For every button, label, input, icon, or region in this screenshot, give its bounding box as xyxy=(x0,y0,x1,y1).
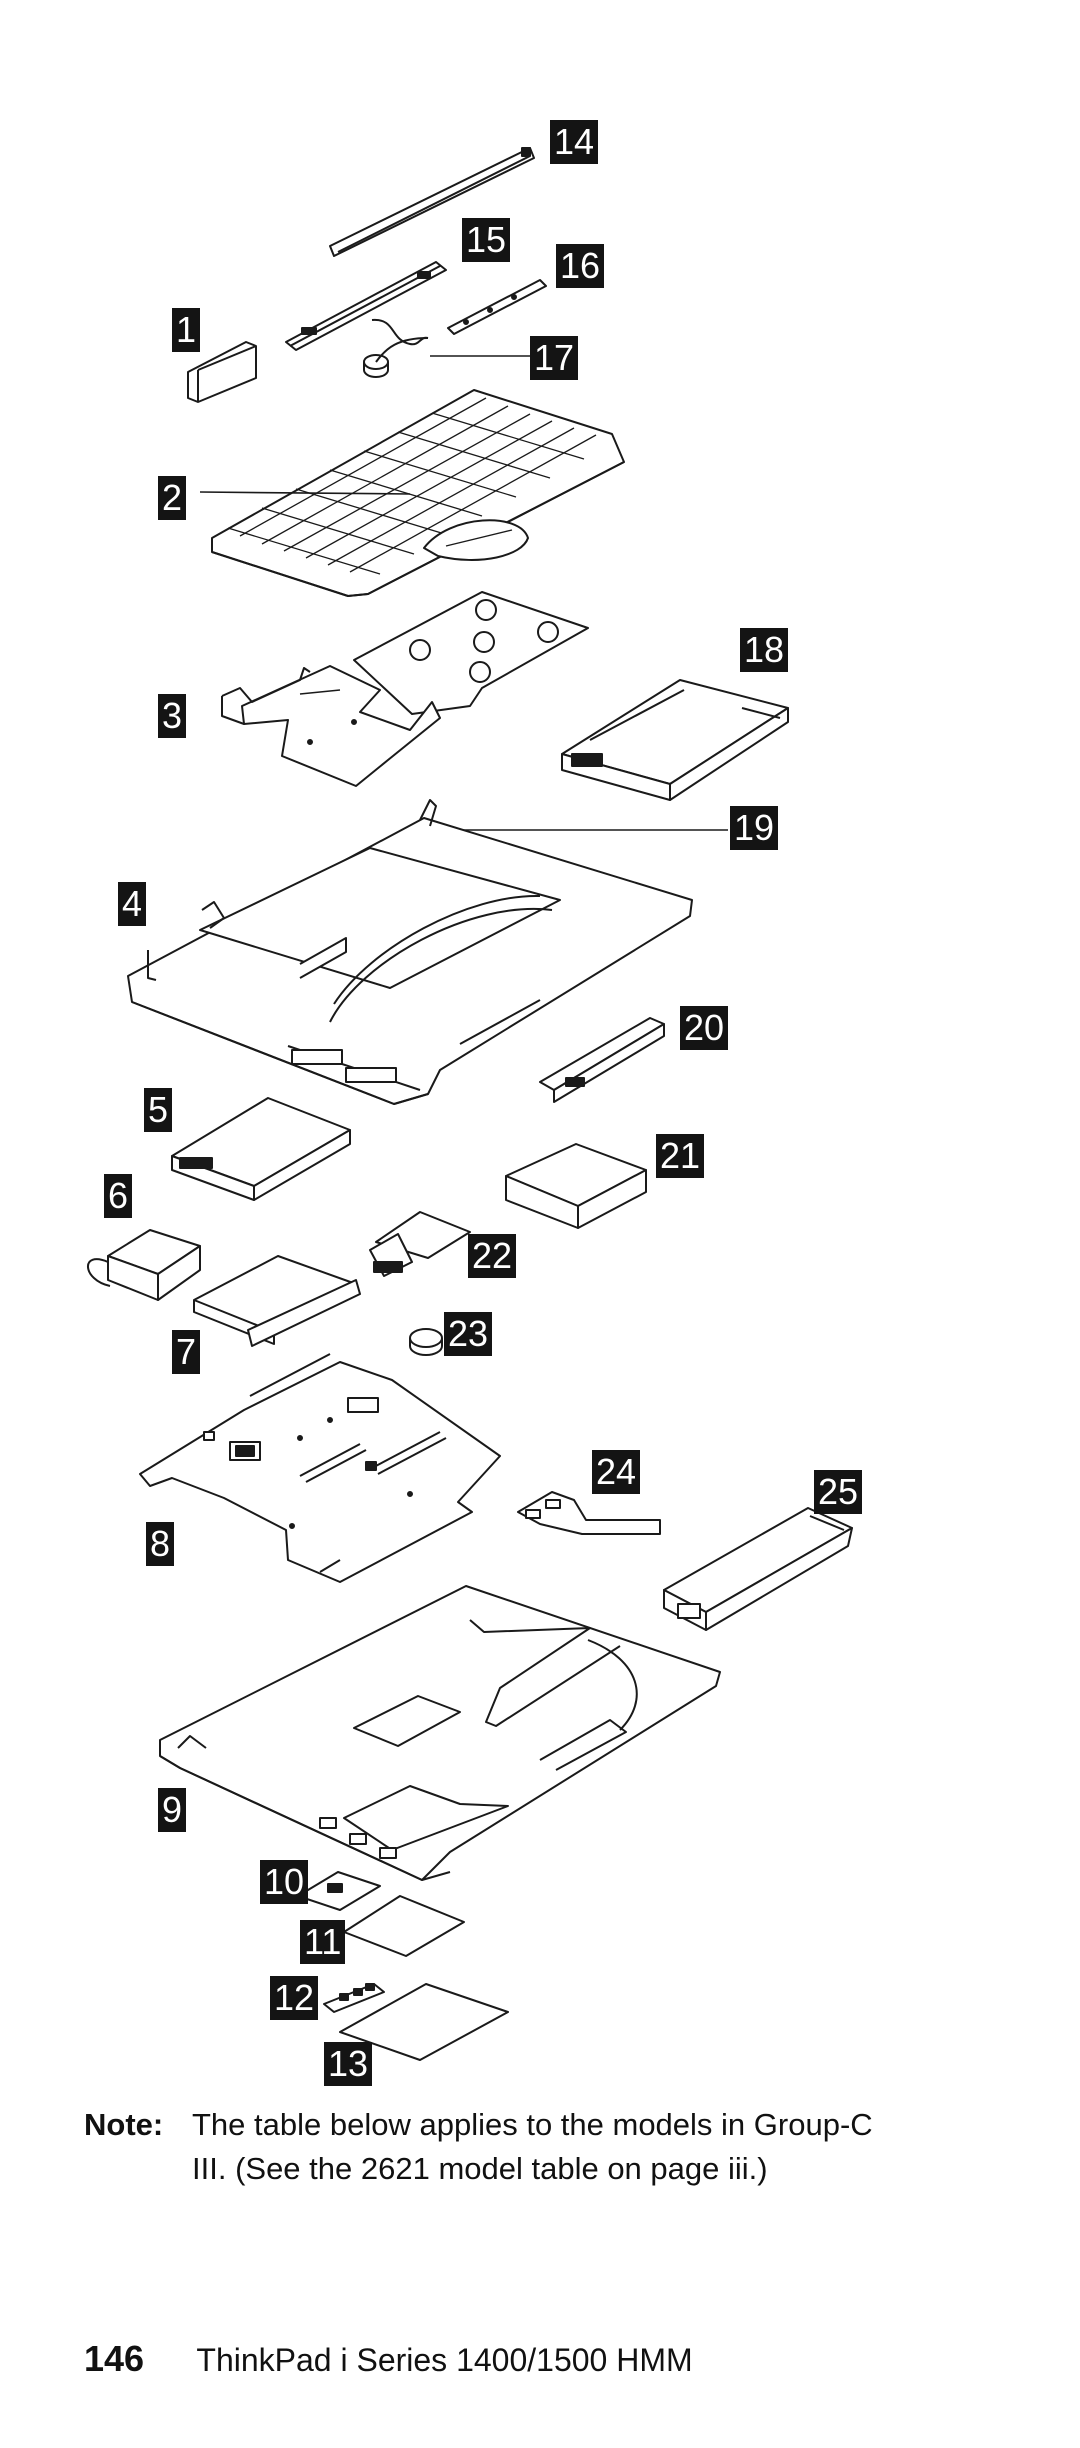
callout-20: 20 xyxy=(680,1006,729,1050)
part-25-hard-disk xyxy=(663,1507,853,1631)
part-5-floppy-drive xyxy=(171,1097,351,1201)
callout-8: 8 xyxy=(146,1522,175,1566)
part-17-cable xyxy=(363,318,548,378)
callout-13: 13 xyxy=(324,2042,373,2086)
page-number: 146 xyxy=(84,2338,145,2379)
part-10-cpu xyxy=(297,1871,381,1911)
part-9-base-cover xyxy=(159,1585,721,1881)
callout-15: 15 xyxy=(462,218,511,262)
callout-10: 10 xyxy=(260,1860,309,1904)
callout-7: 7 xyxy=(172,1330,201,1374)
part-11-thermal-pad xyxy=(343,1895,465,1957)
part-8-system-board xyxy=(139,1353,501,1583)
callout-17: 17 xyxy=(530,336,579,380)
note-line-1: The table below applies to the models in… xyxy=(192,2107,873,2142)
part-16-led-board xyxy=(447,279,547,335)
part-24-flex-cable xyxy=(517,1491,661,1535)
callout-23: 23 xyxy=(444,1312,493,1356)
note-label: Note: xyxy=(84,2107,164,2142)
callout-4: 4 xyxy=(118,882,147,926)
callout-3: 3 xyxy=(158,694,187,738)
part-4-top-case xyxy=(127,799,693,1105)
part-20-bracket xyxy=(539,1017,665,1103)
part-23-coin-battery xyxy=(409,1328,443,1356)
part-2-keyboard xyxy=(199,389,625,597)
part-21-battery xyxy=(505,1143,647,1229)
callout-1: 1 xyxy=(172,308,201,352)
callout-25: 25 xyxy=(814,1470,863,1514)
callout-6: 6 xyxy=(104,1174,133,1218)
part-1-cover xyxy=(187,341,257,403)
note-text: The table below applies to the models in… xyxy=(192,2103,1012,2191)
part-22-connector-bracket xyxy=(369,1211,471,1277)
callout-12: 12 xyxy=(270,1976,319,2020)
part-15-led-bezel xyxy=(285,261,447,351)
callout-2: 2 xyxy=(158,476,187,520)
callout-19: 19 xyxy=(730,806,779,850)
note-line-2: III. (See the 2621 model table on page i… xyxy=(192,2151,768,2186)
part-12-memory-module xyxy=(323,1983,385,2013)
footer-title: ThinkPad i Series 1400/1500 HMM xyxy=(196,2342,693,2378)
part-18-optical-drive xyxy=(561,679,789,801)
callout-24: 24 xyxy=(592,1450,641,1494)
callout-22: 22 xyxy=(468,1234,517,1278)
part-3-shield-plate xyxy=(221,591,589,787)
page-footer: 146 ThinkPad i Series 1400/1500 HMM xyxy=(84,2338,693,2380)
callout-18: 18 xyxy=(740,628,789,672)
callout-21: 21 xyxy=(656,1134,705,1178)
part-7-card-slot xyxy=(193,1255,361,1347)
callout-9: 9 xyxy=(158,1788,187,1832)
callout-5: 5 xyxy=(144,1088,173,1132)
callout-11: 11 xyxy=(300,1920,346,1964)
callout-16: 16 xyxy=(556,244,605,288)
part-14-hinge-cover xyxy=(329,147,535,257)
part-6-fan xyxy=(87,1229,201,1301)
callout-14: 14 xyxy=(550,120,599,164)
part-13-insulator-sheet xyxy=(339,1983,509,2061)
